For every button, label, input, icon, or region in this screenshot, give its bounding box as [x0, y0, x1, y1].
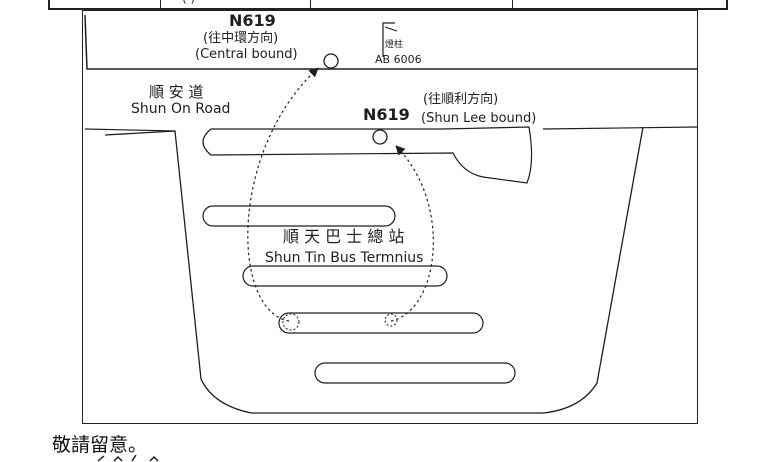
table-cell-divider [160, 0, 161, 8]
terminus-name-en: Shun Tin Bus Termnius [265, 250, 424, 266]
bus-stop-map: N619 (往中環方向) (Central bound) 燈柱 AB 6006 … [82, 10, 698, 424]
shun-lee-direction-zh: (往順利方向) [423, 92, 499, 107]
island-bay-5 [314, 362, 516, 384]
road-south-kerb-right [542, 126, 698, 130]
road-name-zh: 順 安 道 [149, 83, 204, 101]
island-bay-3 [242, 265, 448, 287]
road-south-kerb-left [84, 128, 176, 132]
cropped-text-fragment [97, 455, 159, 462]
table-cell-divider [512, 0, 513, 8]
table-fragment [48, 0, 728, 10]
table-partial-text: ( ) [182, 0, 195, 5]
terminus-outline [104, 126, 644, 414]
lamp-pole-id: AB 6006 [375, 53, 422, 66]
table-cell-divider [310, 0, 311, 8]
map-drawing [84, 14, 698, 414]
bus-route-to-central-path [247, 67, 319, 322]
road-name-en: Shun On Road [131, 101, 231, 117]
shun-lee-bound-stop-marker [372, 129, 388, 145]
central-route-number: N619 [229, 11, 276, 30]
shun-lee-departure-point [384, 313, 398, 327]
lamp-pole-label-zh: 燈柱 [385, 40, 404, 50]
central-departure-point [282, 313, 300, 331]
lamp-pole-tick [384, 26, 398, 32]
road-north-kerb [84, 14, 697, 70]
shun-lee-route-number: N619 [363, 105, 410, 124]
central-bound-stop-marker [323, 53, 339, 69]
central-direction-en: (Central bound) [195, 47, 298, 62]
terminus-name-zh: 順 天 巴 士 總 站 [283, 227, 405, 246]
island-upper-bay [202, 126, 533, 184]
notice-text: 敬請留意。 [52, 434, 148, 456]
shun-lee-direction-en: (Shun Lee bound) [421, 111, 537, 126]
island-bay-2 [202, 205, 396, 227]
lamp-pole-flag-icon [382, 22, 395, 57]
central-direction-zh: (往中環方向) [203, 31, 279, 46]
island-bay-4 [278, 312, 484, 334]
bus-route-to-shun-lee-path [390, 145, 434, 322]
